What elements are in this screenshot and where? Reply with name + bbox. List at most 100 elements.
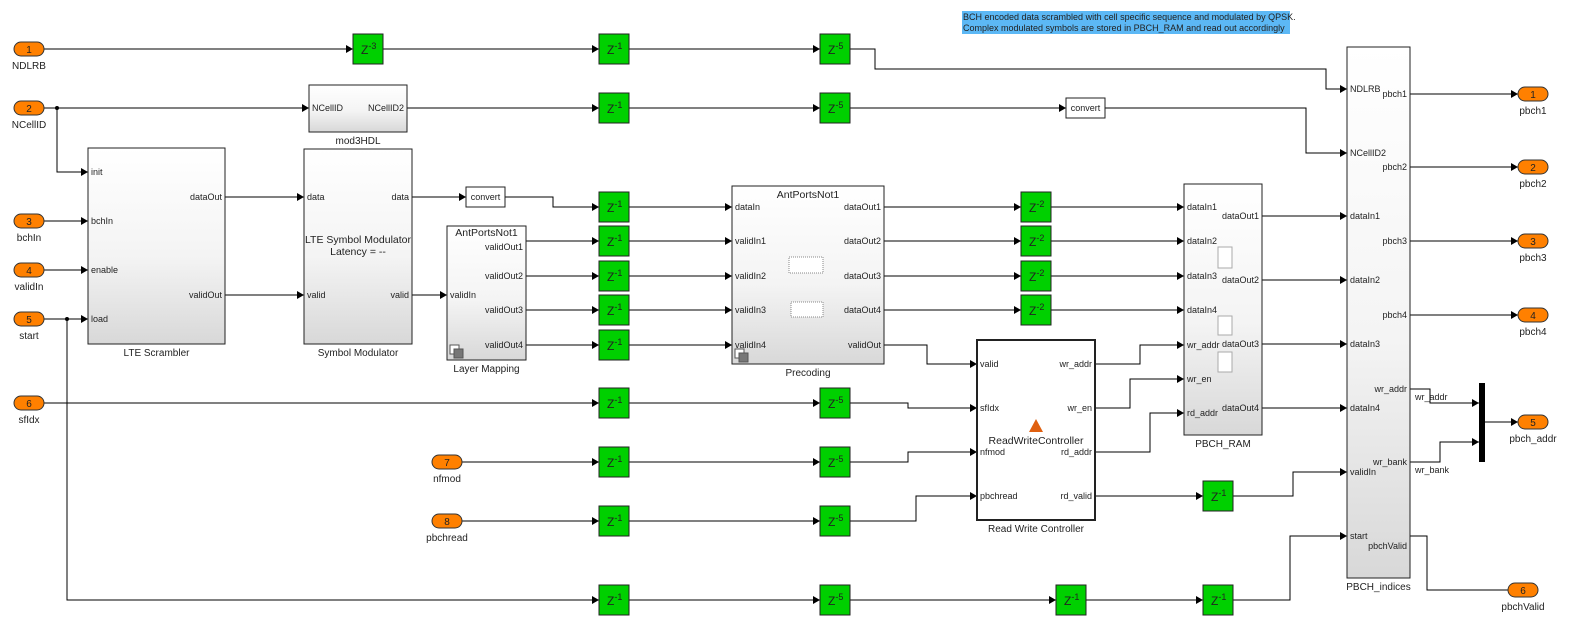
- arrowhead: [1472, 399, 1479, 407]
- unit-delay-block[interactable]: Z-2: [1020, 225, 1052, 257]
- rwc-block[interactable]: validsfIdxnfmodpbchreadwr_addrwr_enrd_ad…: [976, 339, 1096, 535]
- convert1-block[interactable]: convert: [465, 186, 506, 208]
- precoding-block[interactable]: dataInvalidIn1validIn2validIn3validIn4da…: [731, 185, 885, 379]
- block-name: PBCH_indices: [1346, 582, 1410, 593]
- delay-exponent: -5: [835, 592, 843, 602]
- arrowhead: [970, 404, 977, 412]
- arrowhead: [1049, 596, 1056, 604]
- signal-line[interactable]: [1410, 388, 1479, 404]
- unit-delay-block[interactable]: Z-2: [1020, 294, 1052, 326]
- unit-delay-block[interactable]: Z-2: [1020, 191, 1052, 223]
- block-name: Symbol Modulator: [318, 348, 399, 359]
- signal-line[interactable]: [1410, 441, 1479, 463]
- unit-delay-block[interactable]: Z-1: [1055, 584, 1087, 616]
- signal-line[interactable]: [1233, 471, 1347, 497]
- signal-line[interactable]: [850, 495, 977, 522]
- unit-delay-block[interactable]: Z-1: [598, 505, 630, 537]
- unit-delay-block[interactable]: Z-5: [819, 446, 851, 478]
- subsystem-icon: [453, 348, 464, 359]
- signal-line[interactable]: [66, 319, 599, 601]
- unit-delay-block[interactable]: Z-2: [1020, 260, 1052, 292]
- signal-line[interactable]: [56, 108, 88, 173]
- unit-delay-block[interactable]: Z-1: [1202, 480, 1234, 512]
- unit-delay-block[interactable]: Z-5: [819, 505, 851, 537]
- output-port-label: dataOut4: [844, 305, 881, 315]
- mux-block[interactable]: [1479, 383, 1485, 462]
- unit-delay-block[interactable]: Z-1: [598, 294, 630, 326]
- outport-label: pbch1: [1519, 106, 1547, 117]
- input-port-label: start: [1350, 531, 1368, 541]
- unit-delay-block[interactable]: Z-1: [598, 92, 630, 124]
- block-name: mod3HDL: [335, 136, 380, 147]
- signal-line[interactable]: [1233, 535, 1347, 601]
- unit-delay-block[interactable]: Z-5: [819, 92, 851, 124]
- signal-line[interactable]: [1105, 107, 1347, 154]
- unit-delay-block[interactable]: Z-1: [598, 260, 630, 292]
- input-port-label: sfIdx: [980, 403, 1000, 413]
- delay-label: Z-2: [1029, 302, 1044, 318]
- convert2-block[interactable]: convert: [1065, 97, 1106, 119]
- arrowhead: [1340, 212, 1347, 220]
- unit-delay-block[interactable]: Z-3: [352, 33, 384, 65]
- unit-delay-block[interactable]: Z-1: [598, 191, 630, 223]
- unit-delay-block[interactable]: Z-1: [598, 387, 630, 419]
- annotation[interactable]: BCH encoded data scrambled with cell spe…: [962, 11, 1296, 34]
- signal-line[interactable]: [1095, 344, 1184, 365]
- block-body-text: convert: [471, 192, 501, 202]
- outport-number: 5: [1530, 418, 1536, 429]
- delay-exponent: -5: [835, 41, 843, 51]
- unit-delay-block[interactable]: Z-5: [819, 33, 851, 65]
- unit-delay-block[interactable]: Z-5: [819, 387, 851, 419]
- unit-delay-block[interactable]: Z-1: [598, 225, 630, 257]
- block-body-text: Latency = --: [330, 246, 386, 258]
- ram-block[interactable]: dataIn1dataIn2dataIn3dataIn4wr_addrwr_en…: [1183, 183, 1263, 450]
- unit-delay-block[interactable]: Z-1: [1202, 584, 1234, 616]
- delay-label: Z-1: [607, 199, 622, 215]
- block-body-text: LTE Symbol Modulator: [305, 234, 412, 246]
- signal-line[interactable]: [850, 451, 977, 463]
- arrowhead: [592, 203, 599, 211]
- inport-number: 3: [26, 217, 32, 228]
- unit-delay-block[interactable]: Z-1: [598, 446, 630, 478]
- layermap-block[interactable]: validInvalidOut1validOut2validOut3validO…: [446, 225, 527, 375]
- arrowhead: [592, 517, 599, 525]
- signal-line[interactable]: [884, 344, 977, 365]
- unit-delay-block[interactable]: Z-1: [598, 33, 630, 65]
- arrowhead: [1511, 163, 1518, 171]
- unit-delay-block[interactable]: Z-1: [598, 584, 630, 616]
- delay-label: Z-3: [361, 41, 376, 57]
- arrowhead: [1340, 85, 1347, 93]
- arrowhead: [970, 448, 977, 456]
- unit-delay-block[interactable]: Z-5: [819, 584, 851, 616]
- outport-label: pbch3: [1519, 253, 1547, 264]
- signal-line[interactable]: [1095, 412, 1184, 453]
- output-port-label: dataOut: [190, 192, 223, 202]
- delay-exponent: -2: [1036, 233, 1044, 243]
- signal-line[interactable]: [505, 196, 599, 208]
- signal-line[interactable]: [1410, 535, 1518, 591]
- delay-label: Z-5: [828, 592, 843, 608]
- indices-block[interactable]: NDLRBNCellID2dataIn1dataIn2dataIn3dataIn…: [1346, 46, 1411, 593]
- signal-line[interactable]: [850, 402, 977, 409]
- unit-delay-block[interactable]: Z-1: [598, 329, 630, 361]
- input-port-label: wr_addr: [1186, 340, 1220, 350]
- signal-line[interactable]: [850, 48, 1347, 90]
- signal-line[interactable]: [1095, 378, 1184, 409]
